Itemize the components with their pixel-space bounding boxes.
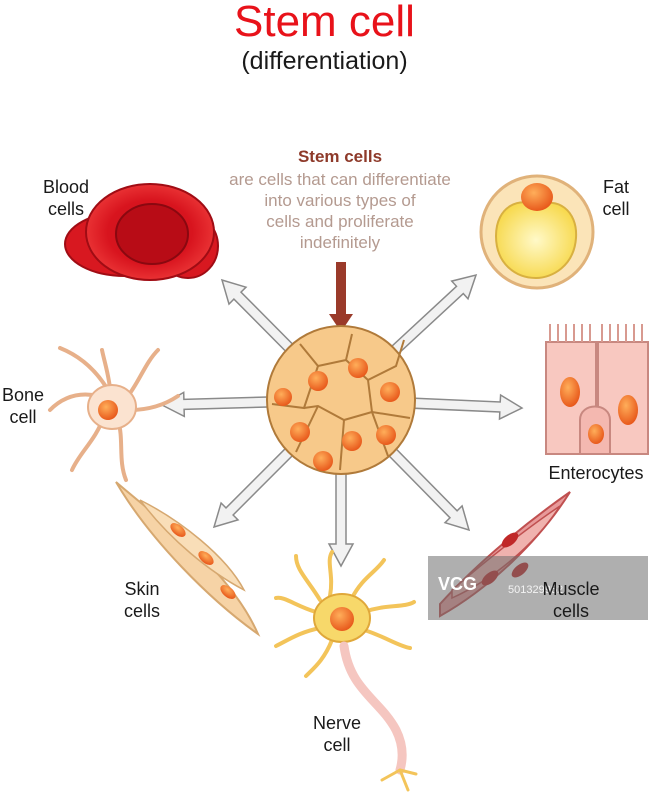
nucleus (274, 388, 292, 406)
diagram-title: Stem cell (234, 0, 415, 46)
label-enterocytes: Enterocytes (548, 463, 644, 483)
nucleus (290, 422, 310, 442)
nucleus (313, 451, 333, 471)
watermark-id: 501329952 (508, 584, 564, 596)
blood-cells-illustration (64, 183, 219, 281)
definition-line: cells and proliferate (266, 212, 414, 231)
nucleus (308, 371, 328, 391)
nucleus (380, 382, 400, 402)
definition-pointer-arrow (329, 262, 353, 332)
stem-cell-cluster (266, 325, 416, 475)
definition-text: are cells that can differentiate into va… (200, 169, 480, 253)
definition-heading: Stem cells (297, 147, 383, 166)
watermark-band (428, 556, 648, 620)
nerve-cell-illustration (274, 550, 418, 792)
nucleus (348, 358, 368, 378)
diagram-subtitle: (differentiation) (241, 47, 408, 75)
fat-cell-illustration (479, 174, 595, 290)
skin-cells-illustration (115, 481, 261, 637)
nucleus (376, 425, 396, 445)
watermark-logo: VCG (438, 574, 478, 594)
nucleus (342, 431, 362, 451)
bone-cell-body (87, 384, 137, 430)
enterocytes-illustration (545, 324, 649, 455)
definition-line: into various types of (264, 191, 416, 210)
definition-line: are cells that can differentiate (229, 170, 451, 189)
definition-line: indefinitely (299, 233, 381, 252)
